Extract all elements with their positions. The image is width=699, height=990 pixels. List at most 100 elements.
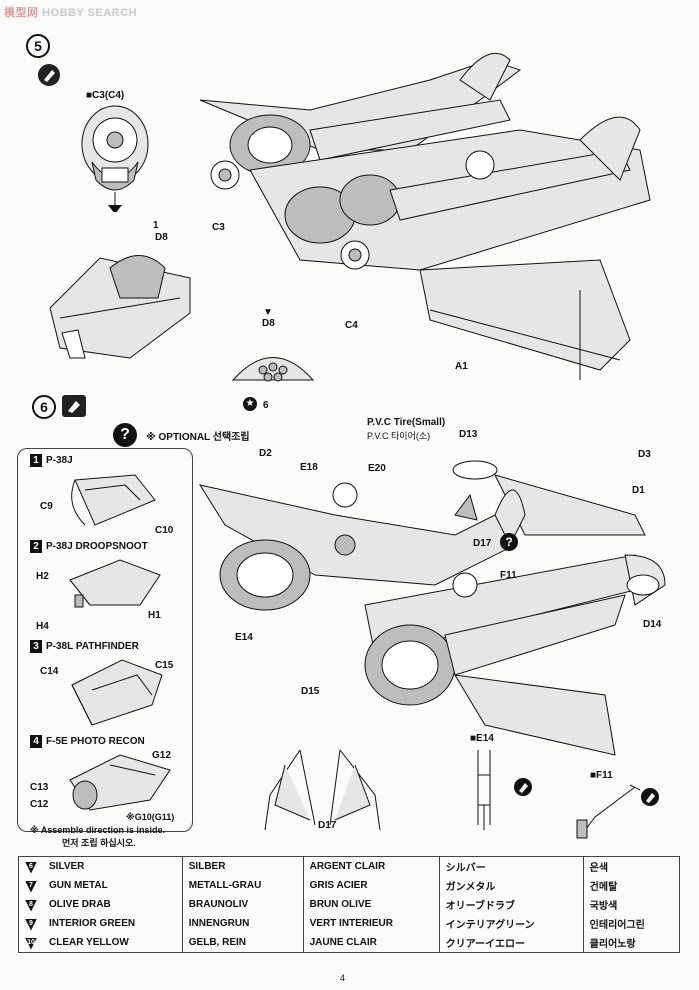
legend-row: 10 CLEAR YELLOW GELB, REIN JAUNE CLAIR ク…: [19, 933, 680, 953]
label-e14-box: ■E14: [470, 733, 494, 744]
step6-aircraft-drawing: [198, 460, 666, 756]
glue-icon-e14: [514, 778, 532, 796]
callout-d8-mid-paint: ▼: [263, 307, 273, 318]
paint-number-icon: 9: [25, 918, 37, 931]
legend-row: 7 GUN METAL METALL-GRAU GRIS ACIER ガンメタル…: [19, 876, 680, 895]
label-a1: A1: [455, 361, 468, 372]
optional-box: [17, 448, 193, 832]
paint-legend-table: 6 SILVER SILBER ARGENT CLAIR シルバー 은색 7 G…: [18, 856, 680, 953]
option-3-drawing: [71, 659, 163, 726]
label-pvc-tire-en: P.V.C Tire(Small): [367, 417, 446, 428]
legend-fr: ARGENT CLAIR: [302, 856, 440, 876]
option-4-name: F-5E PHOTO RECON: [46, 736, 145, 747]
legend-en: CLEAR YELLOW: [49, 937, 129, 948]
legend-de: GELB, REIN: [181, 933, 304, 953]
optional-question-icon: ?: [113, 423, 137, 447]
option-3-part-c15: C15: [155, 660, 174, 671]
option-4-part-c13: C13: [30, 782, 49, 793]
glue-icon-f11: [641, 788, 659, 806]
step5-part-label-c3c4: ■C3(C4): [86, 90, 125, 101]
watermark-text: HOBBY SEARCH: [42, 7, 138, 19]
legend-kr: 클리어노랑: [582, 933, 680, 953]
label-d1: D1: [632, 485, 645, 496]
legend-kr: 건메탈: [582, 876, 680, 895]
option-1-part-c9: C9: [40, 501, 53, 512]
instrument-panel-drawing: [231, 357, 315, 382]
option-2-part-h4: H4: [36, 621, 49, 632]
option-1-part-c10: C10: [155, 525, 174, 536]
paint-number-icon: 8: [25, 899, 37, 912]
label-d14: D14: [643, 619, 662, 630]
watermark: 模型网 HOBBY SEARCH: [4, 4, 137, 20]
label-d13: D13: [459, 429, 478, 440]
legend-jp: クリアーイエロー: [438, 933, 584, 953]
option-1-name: P-38J: [46, 455, 73, 466]
label-c3: C3: [212, 222, 225, 233]
legend-en: SILVER: [49, 861, 85, 872]
paint-brush-icon: [38, 64, 60, 86]
star-icon: ★: [243, 397, 257, 411]
option-2-number: 2: [30, 540, 42, 553]
strut-e14-drawing: [477, 750, 491, 830]
legend-row: 9 INTERIOR GREEN INNENGRUN VERT INTERIEU…: [19, 914, 680, 933]
label-e14: E14: [235, 632, 253, 643]
gear-door-drawing: [264, 749, 381, 831]
legend-jp: シルバー: [438, 856, 584, 876]
label-d17-bottom: D17: [318, 820, 337, 831]
legend-row: 8 OLIVE DRAB BRAUNOLIV BRUN OLIVE オリーブドラ…: [19, 895, 680, 914]
option-4-part-c12: C12: [30, 799, 49, 810]
legend-fr: JAUNE CLAIR: [302, 933, 440, 953]
label-e18: E18: [300, 462, 318, 473]
assemble-note-kr: 먼저 조립 하십시오.: [62, 838, 136, 848]
label-f11-box: ■F11: [590, 770, 613, 781]
legend-en: INTERIOR GREEN: [49, 918, 136, 929]
legend-de: METALL-GRAU: [181, 876, 304, 895]
step5-wheel-drawing: [81, 105, 149, 212]
option-1-drawing: [71, 474, 156, 526]
legend-de: SILBER: [181, 856, 304, 876]
label-star-number: 6: [263, 400, 269, 411]
label-d2: D2: [259, 448, 272, 459]
paint-number-icon: 10: [25, 937, 37, 950]
label-pvc-tire-kr: P.V.C 타이어(소): [367, 431, 431, 441]
option-4-part-g12: G12: [152, 750, 171, 761]
step-6-number: 6: [32, 395, 56, 419]
option-2-part-h2: H2: [36, 571, 49, 582]
paint-number-icon: 6: [25, 861, 37, 874]
label-d8-mid: D8: [262, 318, 275, 329]
legend-jp: インテリアグリーン: [438, 914, 584, 933]
option-2-drawing: [69, 559, 161, 608]
legend-jp: ガンメタル: [438, 876, 584, 895]
label-d3: D3: [638, 449, 651, 460]
legend-row: 6 SILVER SILBER ARGENT CLAIR シルバー 은색: [19, 856, 680, 876]
legend-jp: オリーブドラブ: [438, 895, 584, 914]
label-c4: C4: [345, 320, 358, 331]
option-3-name: P-38L PATHFINDER: [46, 641, 139, 652]
optional-heading: ※ OPTIONAL 선택조립: [146, 432, 250, 443]
option-1-title: 1 P-38J: [30, 454, 73, 467]
watermark-logo: 模型网: [4, 7, 39, 19]
legend-fr: GRIS ACIER: [302, 876, 440, 895]
glue-icon: [62, 395, 86, 417]
legend-en: OLIVE DRAB: [49, 899, 111, 910]
cockpit-drawing: [49, 255, 191, 359]
legend-de: INNENGRUN: [181, 914, 304, 933]
step-5-number: 5: [26, 34, 50, 58]
label-f11: F11: [500, 570, 517, 581]
option-4-part-g10g11: ※G10(G11): [126, 812, 175, 822]
option-4-number: 4: [30, 735, 42, 748]
label-d8-top: D8: [155, 232, 168, 243]
page-number: 4: [340, 973, 346, 983]
assemble-note-en: ※ Assemble direction is inside.: [30, 825, 165, 835]
d17-question-icon: ?: [500, 533, 518, 551]
legend-kr: 인테리어그린: [582, 914, 680, 933]
legend-fr: BRUN OLIVE: [302, 895, 440, 914]
label-d15: D15: [301, 686, 320, 697]
option-2-name: P-38J DROOPSNOOT: [46, 541, 148, 552]
label-e20: E20: [368, 463, 386, 474]
option-4-title: 4 F-5E PHOTO RECON: [30, 735, 145, 748]
option-1-number: 1: [30, 454, 42, 467]
legend-fr: VERT INTERIEUR: [302, 914, 440, 933]
